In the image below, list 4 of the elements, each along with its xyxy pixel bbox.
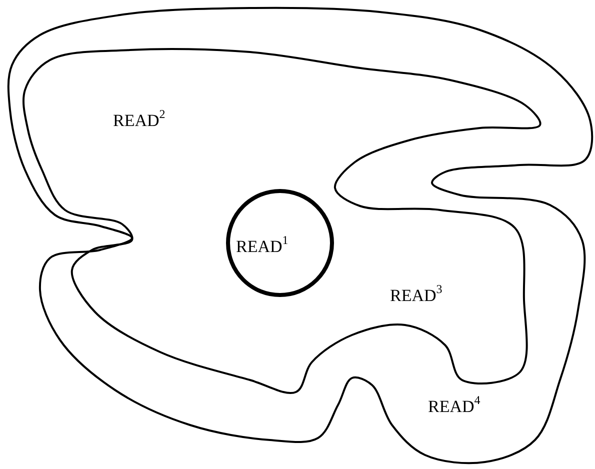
region-label: READ$^{1}$ bbox=[236, 238, 288, 255]
region-label: READ$^{4}$ bbox=[428, 398, 480, 415]
region-label: READ$^{2}$ bbox=[113, 112, 166, 129]
region-label: READ$^{3}$ bbox=[390, 287, 442, 304]
